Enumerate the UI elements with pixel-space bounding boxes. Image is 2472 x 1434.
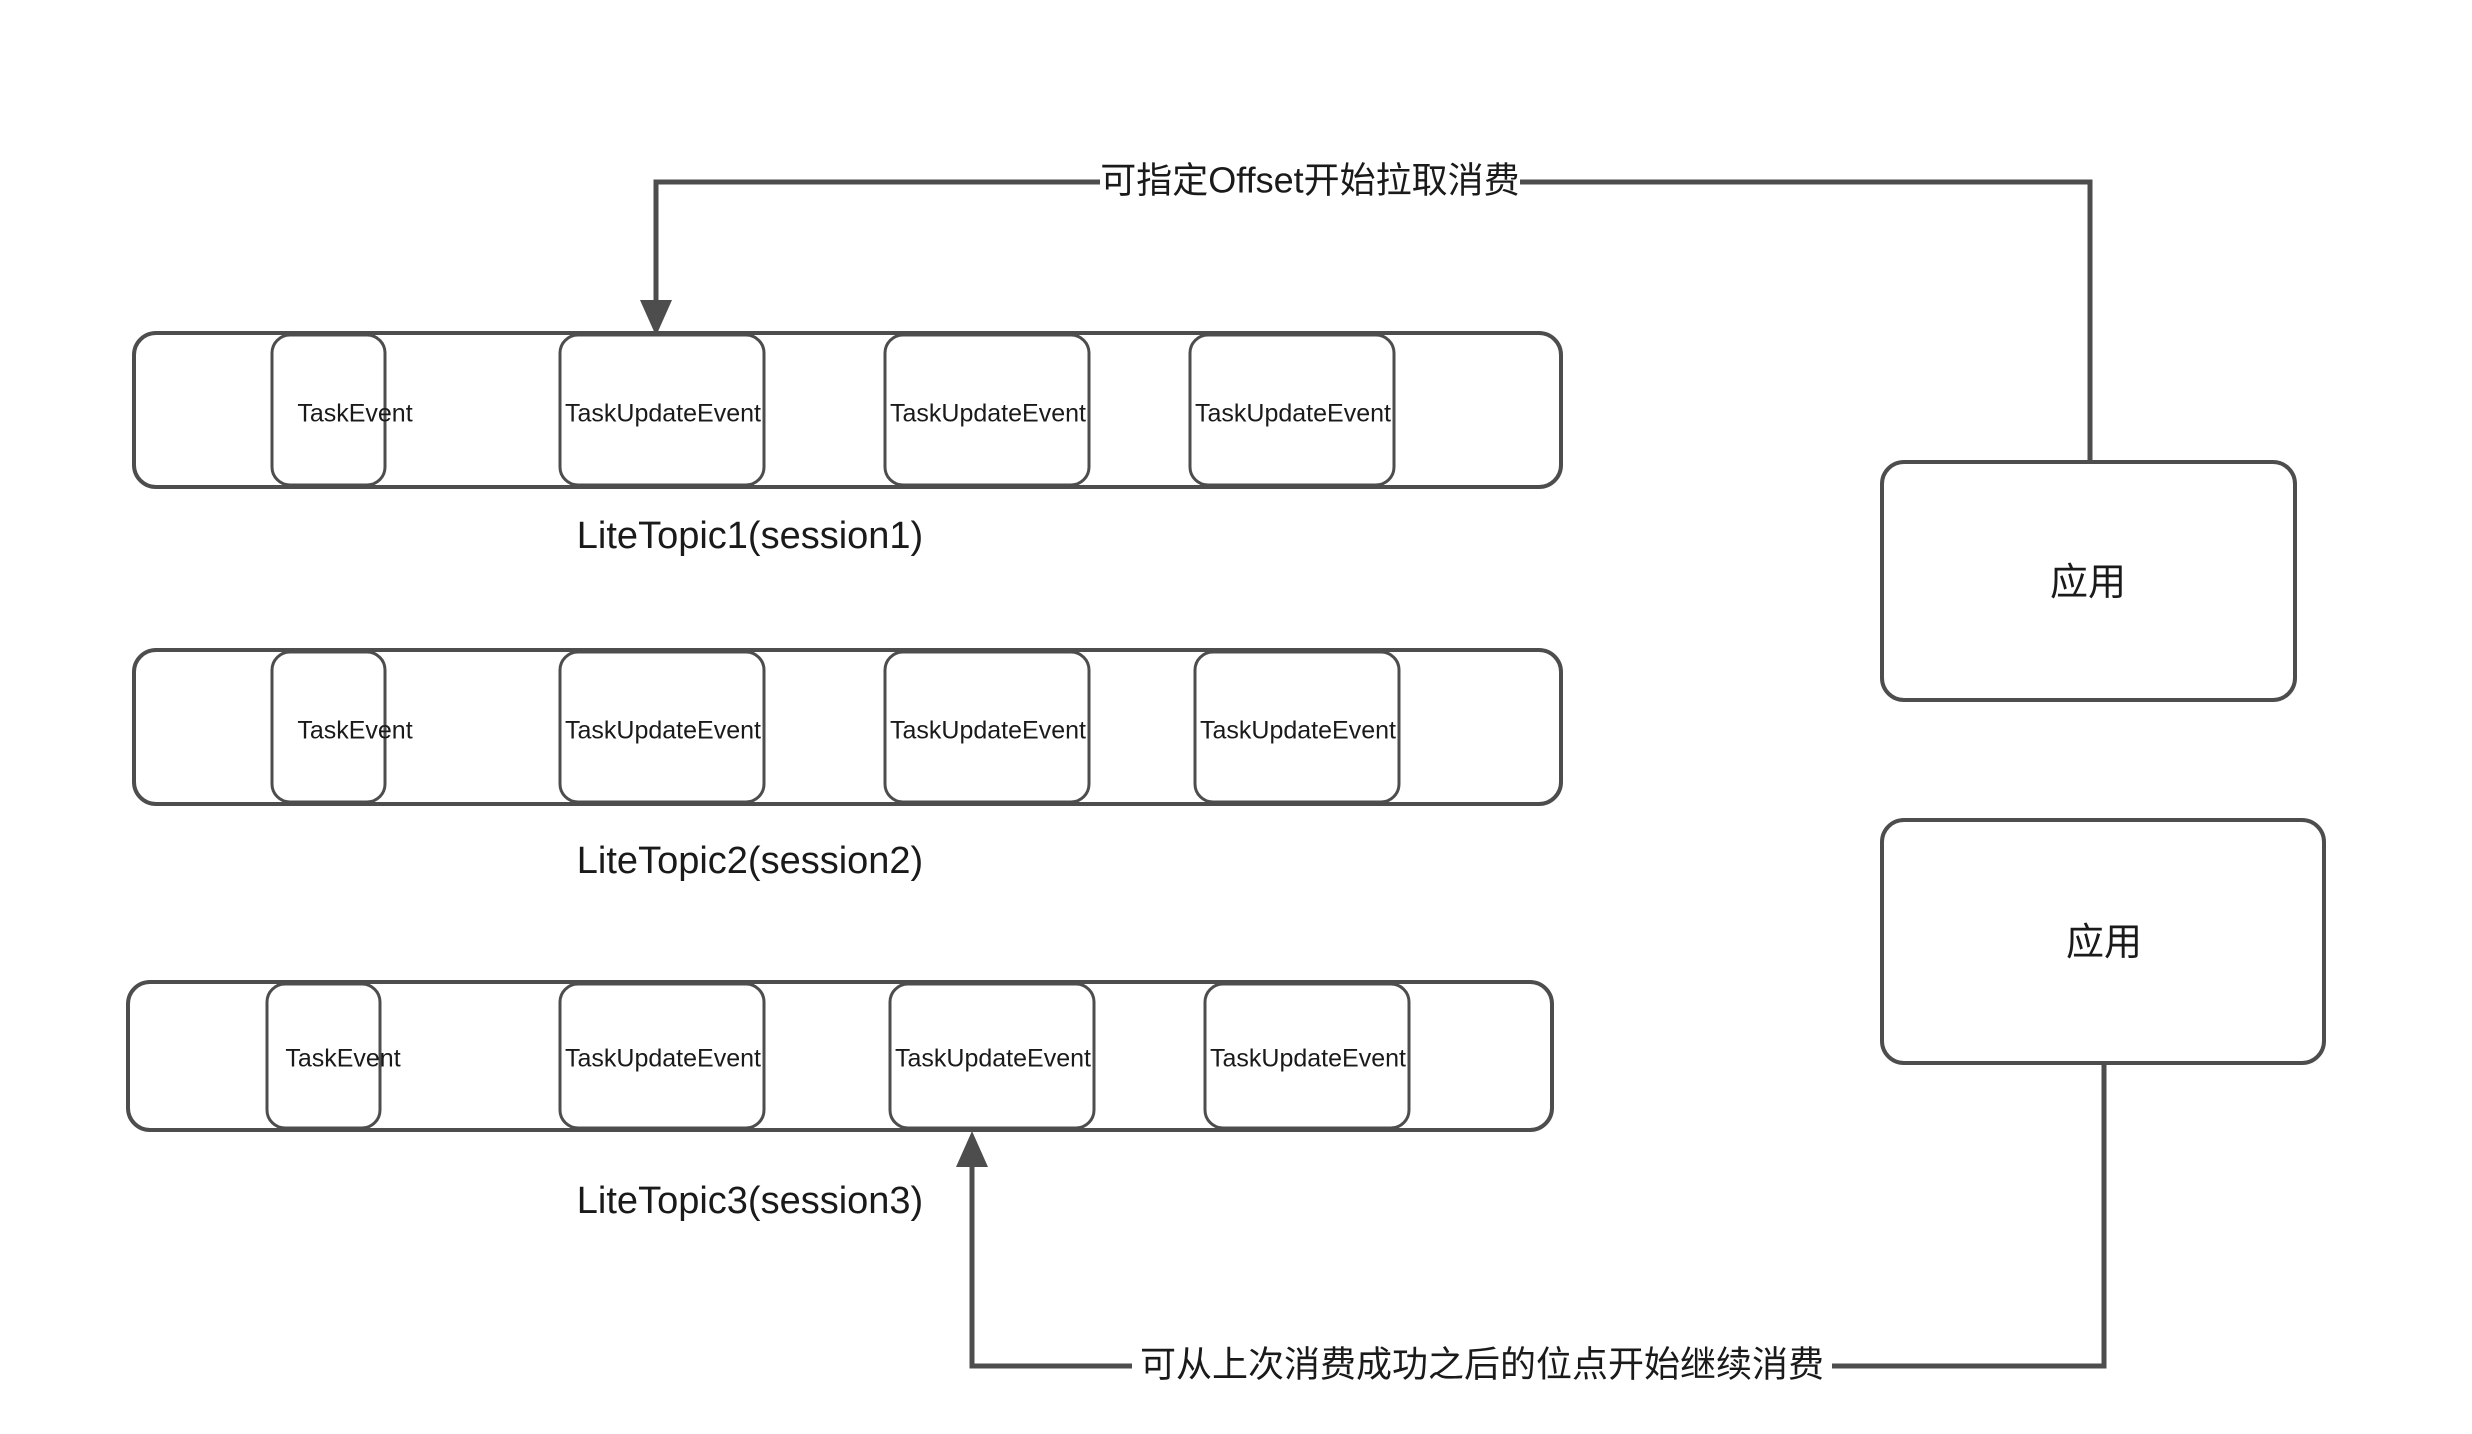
app2-label: 应用 <box>2066 922 2142 964</box>
offset-edge-arrowhead <box>640 300 672 336</box>
topic3-event-label-3: TaskUpdateEvent <box>1210 1045 1406 1073</box>
resume-edge-label-bg <box>1132 1344 1832 1388</box>
app1-box[interactable] <box>1880 460 2297 702</box>
topic-row-1[interactable]: TaskEvent TaskUpdateEvent TaskUpdateEven… <box>132 331 1563 557</box>
topic2-event-box-3[interactable] <box>1193 650 1401 804</box>
topic2-event-box-0[interactable] <box>270 650 387 804</box>
topic1-event-box-2[interactable] <box>883 333 1091 487</box>
topic1-event-label-1: TaskUpdateEvent <box>565 400 761 428</box>
topic-row-2[interactable]: TaskEvent TaskUpdateEvent TaskUpdateEven… <box>132 648 1563 882</box>
topic1-event-label-2: TaskUpdateEvent <box>890 400 1086 428</box>
topic3-event-box-0[interactable] <box>265 982 382 1130</box>
topic3-event-label-2: TaskUpdateEvent <box>895 1045 1091 1073</box>
resume-edge-arrowhead <box>956 1131 988 1167</box>
topic1-caption: LiteTopic1(session1) <box>577 515 923 557</box>
app2-box[interactable] <box>1880 818 2326 1065</box>
topic-row-3[interactable]: TaskEvent TaskUpdateEvent TaskUpdateEven… <box>126 980 1554 1222</box>
topic1-event-box-1[interactable] <box>558 333 766 487</box>
topic1-event-box-0[interactable] <box>270 333 387 487</box>
offset-edge-label-group: 可指定Offset开始拉取消费 <box>1100 160 1520 204</box>
topic3-event-box-2[interactable] <box>888 982 1096 1130</box>
topic1-event-label-3: TaskUpdateEvent <box>1195 400 1391 428</box>
topic3-caption: LiteTopic3(session3) <box>577 1180 923 1222</box>
offset-edge-label-bg <box>1100 160 1520 204</box>
topic2-event-label-3: TaskUpdateEvent <box>1200 717 1396 745</box>
topic3-event-label-0: TaskEvent <box>285 1045 400 1073</box>
app-node-1[interactable]: 应用 <box>1880 460 2297 702</box>
topic2-event-box-2[interactable] <box>883 650 1091 804</box>
topic3-event-label-1: TaskUpdateEvent <box>565 1045 761 1073</box>
topic1-event-label-0: TaskEvent <box>297 400 412 428</box>
topic2-caption: LiteTopic2(session2) <box>577 840 923 882</box>
topic2-event-label-1: TaskUpdateEvent <box>565 717 761 745</box>
topic2-event-label-2: TaskUpdateEvent <box>890 717 1086 745</box>
topic1-event-box-3[interactable] <box>1188 333 1396 487</box>
resume-edge-label: 可从上次消费成功之后的位点开始继续消费 <box>1140 1344 1824 1385</box>
topic2-event-box-1[interactable] <box>558 650 766 804</box>
app-node-2[interactable]: 应用 <box>1880 818 2326 1065</box>
topic2-event-label-0: TaskEvent <box>297 717 412 745</box>
resume-edge-label-group: 可从上次消费成功之后的位点开始继续消费 <box>1132 1344 1832 1388</box>
topic3-event-box-1[interactable] <box>558 982 766 1130</box>
topic3-event-box-3[interactable] <box>1203 982 1411 1130</box>
app1-label: 应用 <box>2050 562 2126 604</box>
topic3-container <box>126 980 1554 1132</box>
offset-edge-label: 可指定Offset开始拉取消费 <box>1100 160 1519 201</box>
